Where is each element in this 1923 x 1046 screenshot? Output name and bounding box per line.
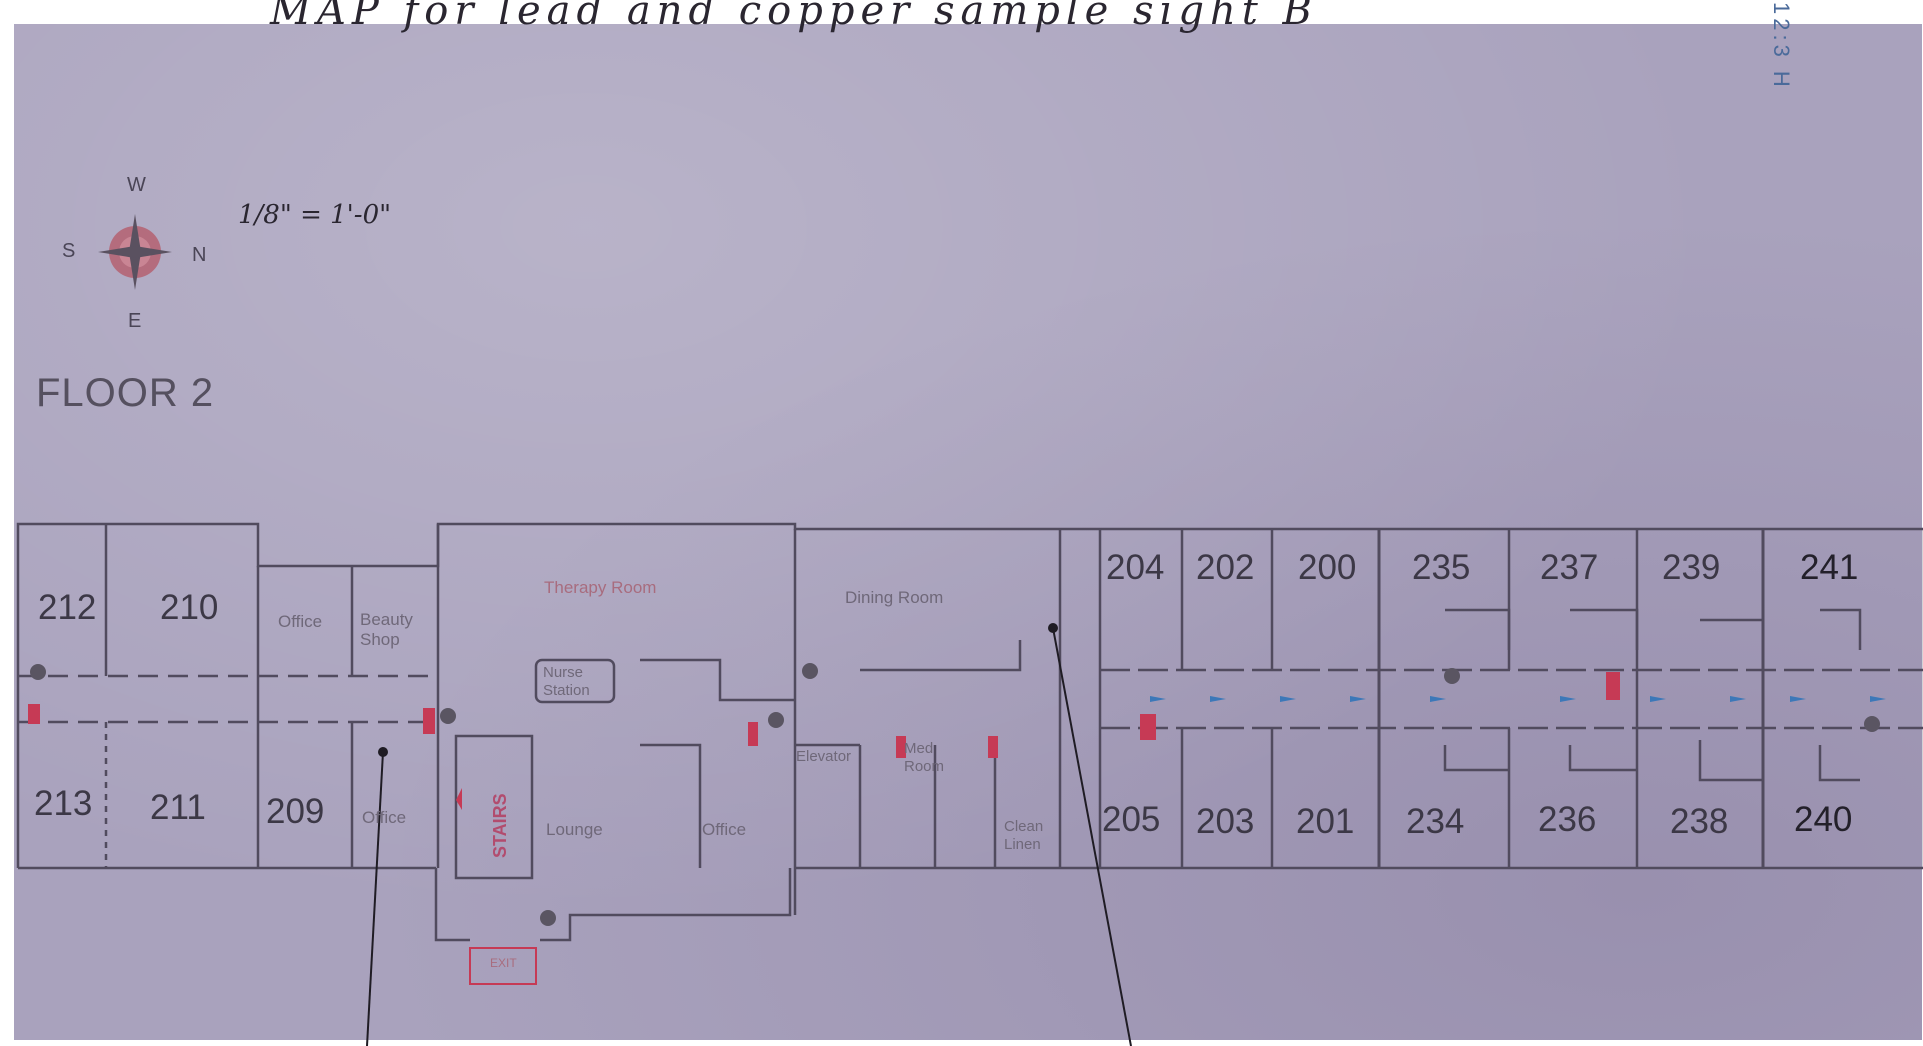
label-exit-box: EXIT — [490, 956, 517, 970]
label-nurse-station: Nurse Station — [543, 664, 590, 699]
scale-note: 1/8" = 1'-0" — [238, 200, 392, 230]
compass-rose: W S N E — [60, 170, 220, 340]
room-235: 235 — [1412, 548, 1471, 587]
room-240: 240 — [1794, 800, 1853, 839]
label-med-room: Med Room — [904, 740, 945, 775]
floor-label: FLOOR 2 — [36, 371, 215, 415]
label-therapy-room: Therapy Room — [544, 578, 657, 597]
room-239: 239 — [1662, 548, 1721, 587]
label-elevator: Elevator — [796, 748, 852, 765]
room-204: 204 — [1106, 548, 1165, 587]
label-beauty-shop: Beauty Shop — [360, 610, 413, 649]
label-lounge: Lounge — [546, 820, 603, 839]
room-205: 205 — [1102, 800, 1161, 839]
room-203: 203 — [1196, 802, 1255, 841]
room-212: 212 — [38, 588, 97, 627]
room-202: 202 — [1196, 548, 1255, 587]
sample-point-2 — [1048, 623, 1058, 633]
label-clean-linen: Clean Linen — [1004, 818, 1044, 853]
compass-west: W — [127, 174, 146, 196]
label-office-bottom: Office — [362, 808, 407, 827]
label-stairs: STAIRS — [490, 793, 510, 858]
room-201: 201 — [1296, 802, 1355, 841]
compass-east: E — [128, 310, 142, 332]
compass-south: S — [62, 240, 76, 262]
map-title: MAP for lead and copper sample sight B — [270, 0, 1318, 34]
room-237: 237 — [1540, 548, 1599, 587]
floor-plan-sheet — [14, 24, 1922, 1040]
room-236: 236 — [1538, 800, 1597, 839]
room-241: 241 — [1800, 548, 1859, 587]
room-210: 210 — [160, 588, 219, 627]
label-dining-room: Dining Room — [845, 588, 944, 607]
room-213: 213 — [34, 784, 93, 823]
room-209: 209 — [266, 792, 325, 831]
paper-texture — [14, 24, 1922, 1040]
room-200: 200 — [1298, 548, 1357, 587]
side-stamp: 12:3 H — [1769, 2, 1794, 91]
room-234: 234 — [1406, 802, 1465, 841]
label-office-mid: Office — [702, 820, 747, 839]
room-211: 211 — [150, 788, 206, 827]
compass-icon — [98, 214, 172, 290]
label-office-top: Office — [278, 612, 323, 631]
room-238: 238 — [1670, 802, 1729, 841]
compass-north: N — [192, 244, 207, 266]
sample-point-1 — [378, 747, 388, 757]
